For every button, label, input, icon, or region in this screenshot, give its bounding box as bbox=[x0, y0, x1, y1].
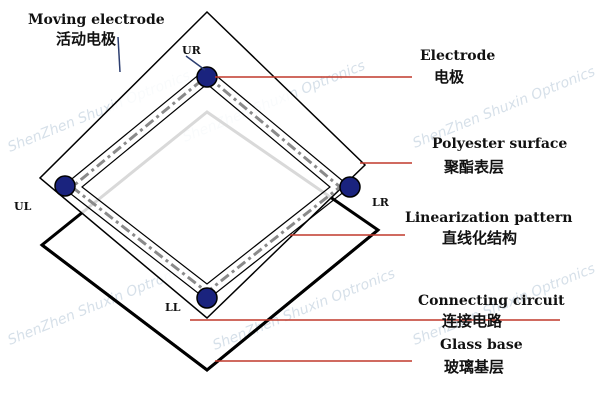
label-moving-electrode-en: Moving electrode bbox=[28, 12, 165, 28]
glass-base-front-edge bbox=[41, 228, 379, 372]
label-moving-electrode-zh: 活动电极 bbox=[56, 30, 117, 48]
leader-moving-electrode-1 bbox=[117, 36, 121, 73]
label-connecting-en: Connecting circuit bbox=[418, 293, 565, 309]
electrode-ul bbox=[54, 175, 76, 197]
polyester-surface-outline bbox=[38, 10, 367, 320]
label-polyester-en: Polyester surface bbox=[432, 136, 567, 152]
corner-label-lr: LR bbox=[372, 196, 390, 209]
label-polyester-zh: 聚酯表层 bbox=[443, 158, 504, 176]
electrode-ur bbox=[196, 66, 218, 88]
leader-moving-electrode-2 bbox=[185, 55, 206, 71]
corner-label-ur: UR bbox=[182, 44, 202, 57]
electrode-lr bbox=[339, 176, 361, 198]
label-linearization-zh: 直线化结构 bbox=[442, 229, 517, 247]
label-glass-zh: 玻璃基层 bbox=[444, 358, 504, 376]
label-electrode-en: Electrode bbox=[420, 48, 495, 64]
label-connecting-zh: 连接电路 bbox=[442, 312, 503, 330]
label-electrode-zh: 电极 bbox=[434, 68, 465, 86]
corner-label-ul: UL bbox=[14, 200, 32, 213]
label-linearization-en: Linearization pattern bbox=[405, 210, 572, 226]
label-glass-en: Glass base bbox=[440, 337, 523, 353]
frame-inner-border bbox=[81, 83, 331, 285]
electrode-ll bbox=[196, 287, 218, 309]
corner-label-ll: LL bbox=[165, 301, 181, 314]
